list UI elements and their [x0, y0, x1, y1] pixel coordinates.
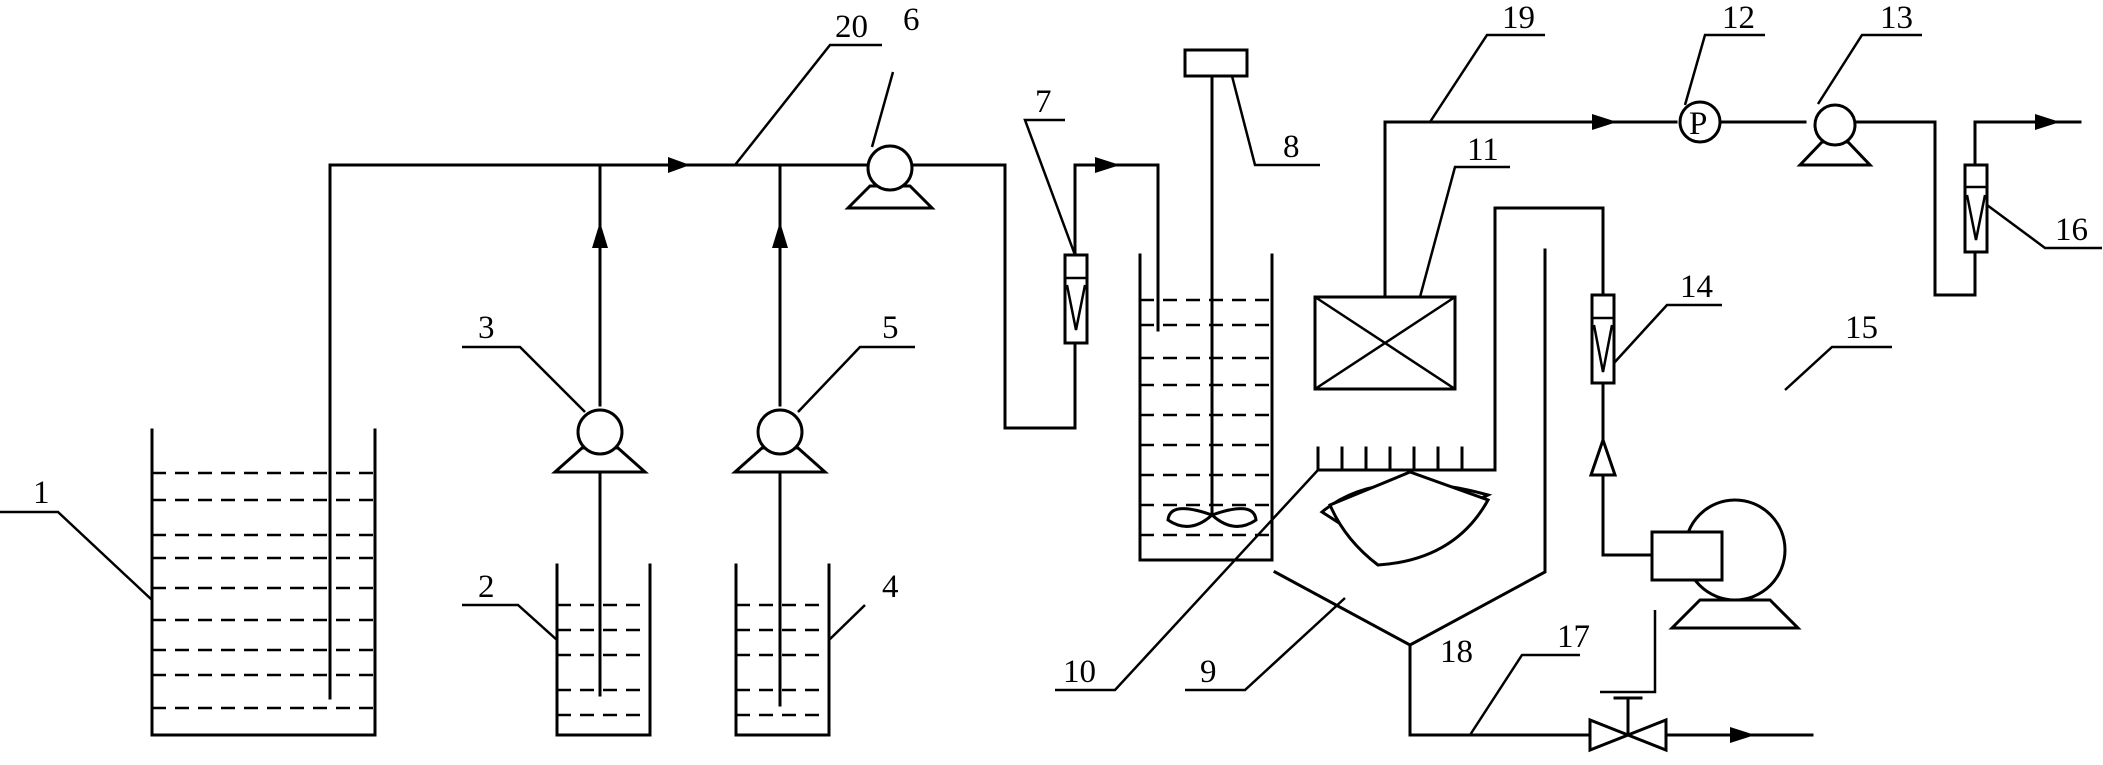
flow-arrow-dosing-4: [772, 222, 788, 248]
label-10: 10: [1063, 654, 1096, 690]
flowmeter-7: [1063, 253, 1089, 345]
flow-arrow-sludge: [1730, 727, 1755, 743]
pump6-outlet-line: [910, 163, 1077, 430]
raw-water-tank: [150, 428, 377, 737]
label-11: 11: [1467, 132, 1499, 168]
flow-arrow-dosing-2: [592, 222, 608, 248]
suction-pump-13: [1796, 103, 1874, 167]
diffuser-10: [1316, 206, 1605, 472]
deflector-sector: [1328, 470, 1491, 567]
feed-line-main: [328, 163, 692, 700]
label-1: 1: [33, 475, 50, 511]
dosing-pump-3: [551, 408, 649, 474]
label-5: 5: [882, 310, 899, 346]
flow-arrow-permeate: [1592, 114, 1617, 130]
label-2: 2: [478, 569, 495, 605]
label-4: 4: [882, 569, 899, 605]
feed-pump-6: [844, 144, 936, 210]
flow-arrow-effluent: [2035, 114, 2060, 130]
label-16: 16: [2055, 212, 2088, 248]
pressure-gauge-symbol: P: [1689, 106, 1707, 142]
label-20: 20: [835, 9, 868, 45]
label-19: 19: [1502, 0, 1535, 36]
pump13-outlet-line: [1853, 120, 1977, 297]
membrane-module-11: [1313, 295, 1457, 391]
reactor-tank: [1138, 253, 1274, 562]
permeate-line-19: [1383, 120, 1678, 299]
flowmeter-16: [1963, 163, 1989, 254]
label-17: 17: [1557, 619, 1590, 655]
flowmeter-14: [1590, 293, 1616, 385]
dosing-tank-2: [555, 563, 652, 737]
label-7: 7: [1035, 84, 1052, 120]
dosing-pump-5: [731, 408, 829, 474]
pressure-gauge-12: P: [1678, 100, 1722, 144]
dosing-tank-4: [734, 563, 831, 737]
label-14: 14: [1680, 269, 1713, 305]
sedimentation-vessel: [1272, 248, 1547, 647]
label-13: 13: [1880, 0, 1913, 36]
air-line-lower: [1601, 473, 1662, 557]
label-12: 12: [1722, 0, 1755, 36]
label-3: 3: [478, 310, 495, 346]
label-18: 18: [1440, 634, 1473, 670]
flow-arrow-reactor-inlet: [1095, 157, 1120, 173]
label-8: 8: [1283, 129, 1300, 165]
flow-arrow-main: [668, 157, 690, 173]
label-6: 6: [903, 2, 920, 38]
air-blower-15: [1650, 498, 1802, 630]
label-leaders: [0, 33, 2102, 736]
valve-17: [1588, 696, 1668, 753]
sludge-outlet-line: [1408, 643, 1592, 737]
label-15: 15: [1845, 310, 1878, 346]
air-check-arrow: [1588, 435, 1618, 477]
number-labels: 1 2 3 4 5 6 7 8 9 10 11 12 13 14 15 16 1…: [33, 0, 2088, 690]
label-9: 9: [1200, 654, 1217, 690]
flowmeter16-outlet-line: [1973, 120, 2082, 167]
stirrer-8: [1166, 48, 1258, 528]
